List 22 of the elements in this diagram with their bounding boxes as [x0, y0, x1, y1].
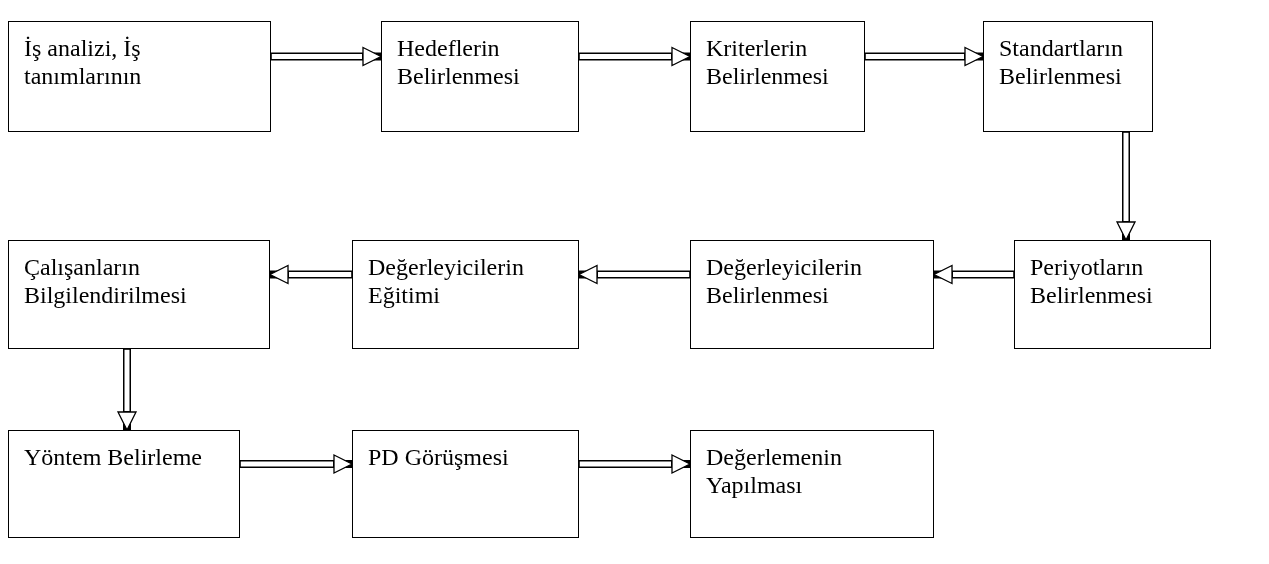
process-box — [352, 240, 579, 349]
process-box — [381, 21, 579, 132]
process-box — [1014, 240, 1211, 349]
process-box — [690, 21, 865, 132]
process-box — [690, 240, 934, 349]
step-label: Çalışanların Bilgilendirilmesi — [24, 253, 188, 309]
step-label: Standartların Belirlenmesi — [999, 34, 1124, 90]
step-label: Değerlemenin Yapılması — [706, 443, 843, 499]
process-box — [8, 21, 271, 132]
step-label: İş analizi, İş tanımlarının — [24, 34, 143, 90]
step-label: Periyotların Belirlenmesi — [1030, 253, 1154, 309]
process-box — [8, 240, 270, 349]
process-box — [8, 430, 240, 538]
step-label: Kriterlerin Belirlenmesi — [706, 34, 830, 90]
step-label: Değerleyicilerin Eğitimi — [368, 253, 525, 309]
process-box — [352, 430, 579, 538]
process-box — [690, 430, 934, 538]
step-label: Yöntem Belirleme — [24, 443, 203, 471]
step-label: Hedeflerin Belirlenmesi — [397, 34, 521, 90]
process-box — [983, 21, 1153, 132]
step-label: PD Görüşmesi — [368, 443, 510, 471]
step-label: Değerleyicilerin Belirlenmesi — [706, 253, 863, 309]
